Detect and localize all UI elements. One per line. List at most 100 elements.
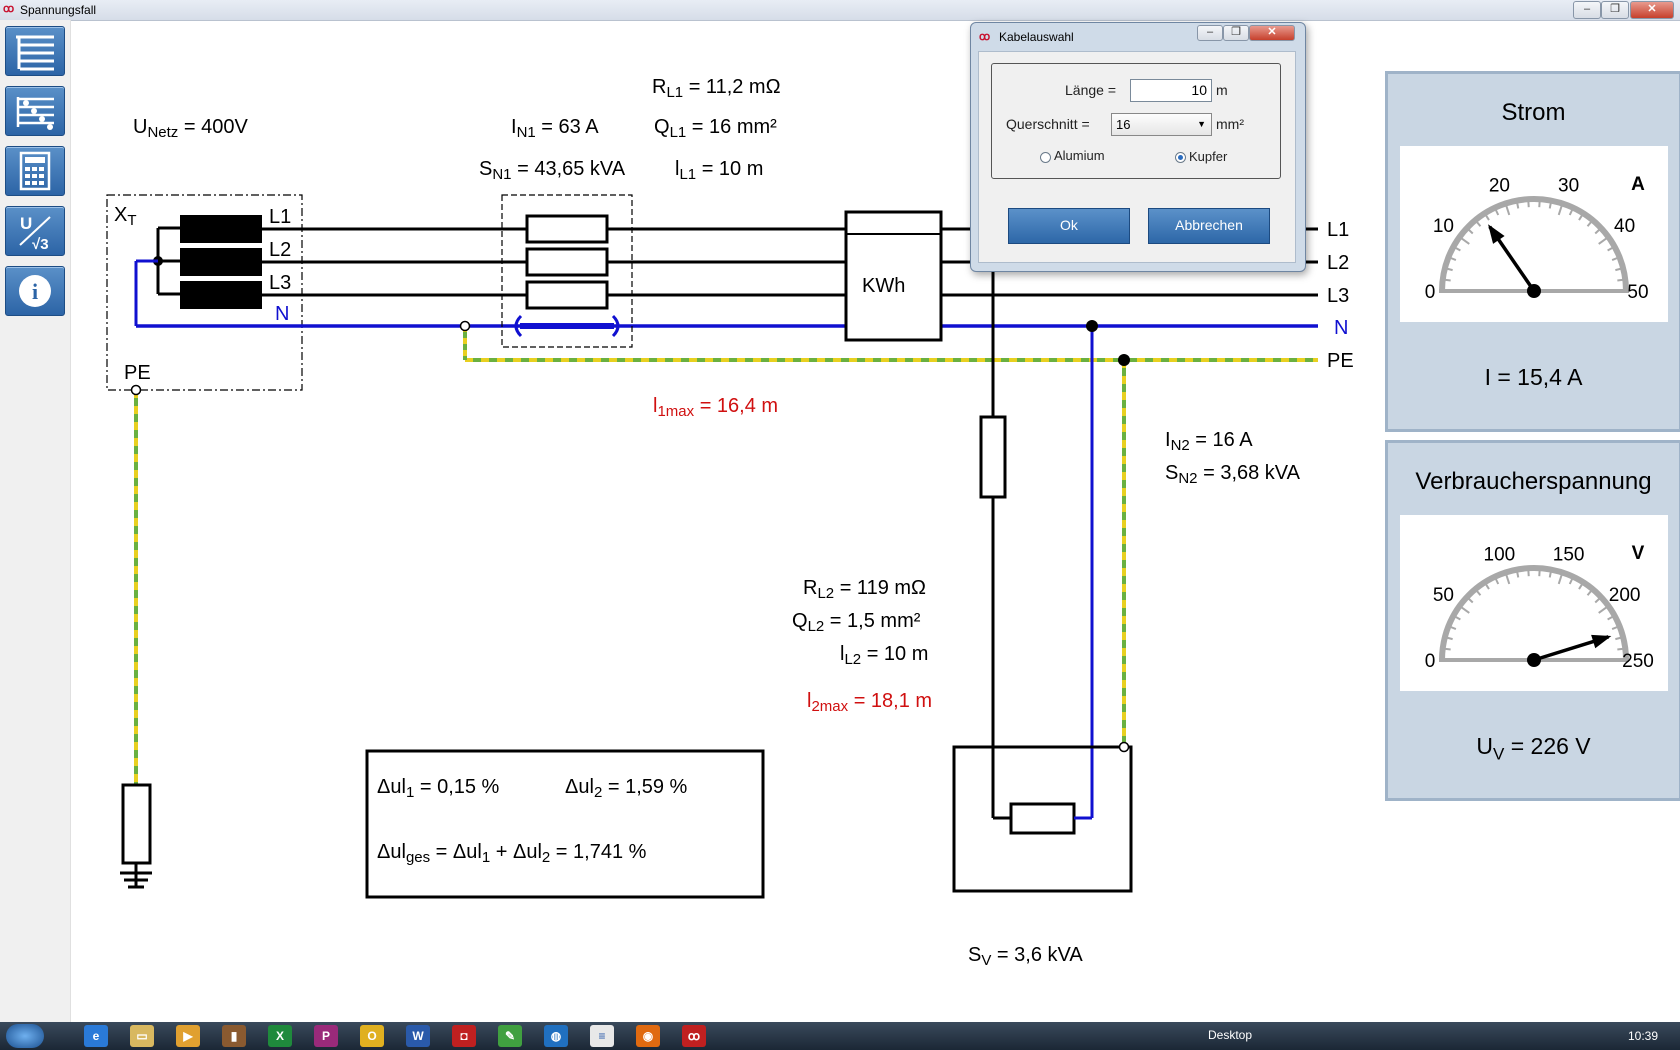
current-gauge-tick-label: 0 (1425, 282, 1436, 303)
result-box (365, 749, 765, 899)
current-gauge-tick (1617, 278, 1626, 282)
consumer-box (952, 745, 1133, 893)
u-netz-label: UNetz = 400V (133, 116, 248, 141)
i-n1-label: IN1 = 63 A (511, 116, 599, 141)
scatter-list-icon (16, 97, 54, 130)
voltage-gauge-tick-label: 100 (1484, 544, 1516, 565)
current-gauge-tick (1611, 256, 1620, 262)
voltage-gauge-tick (1598, 605, 1610, 614)
voltage-gauge-pivot (1527, 653, 1541, 667)
fuses (525, 214, 609, 310)
radio-aluminium[interactable] (1040, 152, 1051, 163)
cancel-button[interactable]: Abbrechen (1148, 208, 1270, 244)
current-gauge-tick (1578, 212, 1585, 221)
spannungsfall-task-icon[interactable]: ꝏ (682, 1025, 706, 1047)
ok-button[interactable]: Ok (1008, 208, 1130, 244)
cross-section-label: Querschnitt = (1006, 116, 1090, 132)
dialog-logo-icon: ꝏ (979, 31, 991, 43)
voltage-gauge-tick (1538, 568, 1541, 577)
length-input[interactable]: 10 (1130, 79, 1212, 102)
current-gauge-tick (1458, 236, 1470, 245)
film-icon[interactable]: ▮ (222, 1025, 246, 1047)
s-n1-label: SN1 = 43,65 kVA (479, 158, 626, 183)
dialog-minimize-button[interactable]: – (1197, 25, 1223, 41)
delta-u2-label: Δul2 = 1,59 % (565, 776, 688, 801)
current-gauge-tick (1568, 207, 1575, 216)
minimize-button[interactable]: – (1573, 1, 1601, 19)
neutral-disconnector (514, 314, 620, 338)
delta-u1-label: Δul1 = 0,15 % (377, 776, 500, 801)
l-l2-label: lL2 = 10 m (840, 643, 929, 668)
current-gauge-arc (1439, 196, 1629, 292)
media-icon[interactable]: ▶ (176, 1025, 200, 1047)
voltage-gauge-tick (1515, 569, 1520, 578)
chevron-down-icon: ▼ (1197, 119, 1206, 129)
maximize-button[interactable]: ❐ (1601, 1, 1629, 19)
current-gauge-tick (1548, 200, 1553, 209)
current-gauge-tick (1557, 203, 1564, 216)
fuse-box-frame (501, 194, 633, 348)
info-button[interactable]: i (5, 266, 65, 316)
start-button[interactable] (6, 1024, 44, 1048)
cross-section-unit: mm² (1216, 116, 1244, 132)
folder-icon[interactable]: ▭ (130, 1025, 154, 1047)
word-icon[interactable]: W (406, 1025, 430, 1047)
voltage-gauge-tick-label: 200 (1609, 585, 1641, 606)
voltage-gauge-tick (1504, 572, 1511, 585)
length-label: Länge = (1065, 82, 1116, 98)
calculator-button[interactable] (5, 146, 65, 196)
excel-icon[interactable]: X (268, 1025, 292, 1047)
desktop-toolbar-label[interactable]: Desktop (1208, 1028, 1253, 1042)
calculator-icon (19, 151, 51, 191)
voltage-gauge-unit: V (1632, 543, 1645, 564)
current-gauge-tick (1538, 199, 1541, 208)
firefox-icon[interactable]: ◉ (636, 1025, 660, 1047)
voltage-gauge-tick (1557, 572, 1564, 585)
voltage-panel-title: Verbraucherspannung (1415, 468, 1652, 495)
current-gauge-tick-label: 30 (1558, 175, 1579, 196)
close-button[interactable]: ✕ (1630, 1, 1674, 19)
radio-copper[interactable] (1175, 152, 1186, 163)
voltage-gauge-tick (1578, 581, 1585, 590)
dialog-maximize-button[interactable]: ❐ (1223, 25, 1249, 41)
current-gauge-tick (1515, 200, 1520, 209)
voltage-gauge-tick (1483, 581, 1490, 590)
current-gauge-tick (1466, 227, 1474, 235)
voltage-sqrt3-button[interactable]: U √3 (5, 206, 65, 256)
voltage-gauge-tick (1493, 576, 1500, 585)
voltage-gauge-needle-head (1591, 634, 1612, 649)
current-gauge-tick (1615, 267, 1624, 272)
outlook-icon[interactable]: O (360, 1025, 384, 1047)
voltage-gauge-tick (1617, 647, 1626, 651)
voltage-gauge-tick (1615, 636, 1624, 641)
voltage-gauge-tick (1474, 588, 1482, 596)
phase-label-l3-left: L3 (269, 272, 292, 294)
app-green-icon[interactable]: ✎ (498, 1025, 522, 1047)
cable-options-group: Länge = 10 m Querschnitt = 16 ▼ mm² Alum… (991, 63, 1281, 179)
voltage-gauge-tick (1442, 647, 1451, 651)
chart-list-button[interactable] (5, 86, 65, 136)
dialog-close-button[interactable]: ✕ (1249, 25, 1295, 41)
ie-icon[interactable]: e (84, 1025, 108, 1047)
current-gauge-tick (1594, 227, 1602, 235)
voltage-gauge-tick (1458, 605, 1470, 614)
radio-aluminium-label: Alumium (1054, 148, 1105, 163)
clock: 10:39 (1627, 1029, 1658, 1043)
phase-label-pe-left: PE (124, 362, 151, 384)
phase-label-l1-left: L1 (269, 206, 292, 228)
current-gauge-tick (1527, 199, 1530, 208)
current-gauge-tick-label: 20 (1489, 175, 1510, 196)
voltage-gauge-tick-label: 50 (1433, 585, 1454, 606)
consumer-load (1009, 802, 1076, 835)
app-red-icon[interactable]: ◘ (452, 1025, 476, 1047)
current-gauge-tick (1483, 212, 1490, 221)
app-globe-icon[interactable]: ◍ (544, 1025, 568, 1047)
voltage-gauge-tick-label: 150 (1553, 544, 1585, 565)
voltage-gauge-tick (1594, 596, 1602, 604)
app-doc-icon[interactable]: ≡ (590, 1025, 614, 1047)
cross-section-select[interactable]: 16 ▼ (1111, 113, 1212, 136)
list-button[interactable] (5, 26, 65, 76)
publisher-icon[interactable]: P (314, 1025, 338, 1047)
